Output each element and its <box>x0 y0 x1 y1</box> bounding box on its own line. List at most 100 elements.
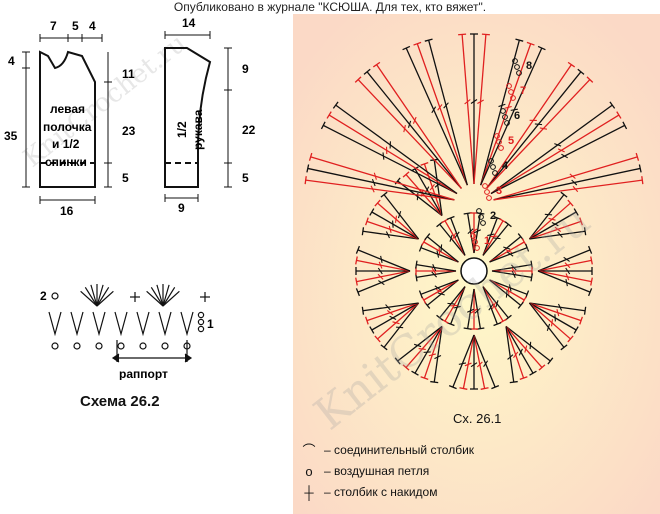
dc-stitch <box>420 247 459 263</box>
dc-top <box>638 164 642 173</box>
dc-bar <box>561 153 568 159</box>
dc-top <box>491 384 500 390</box>
dc-top <box>374 335 381 343</box>
front-label-3: и 1/2 <box>52 137 80 151</box>
dc-stitch <box>405 174 443 217</box>
dc-top <box>424 233 431 241</box>
chain-stitch <box>474 245 480 251</box>
dc-stitch <box>490 114 620 195</box>
dc-top <box>304 176 307 185</box>
dc-stitch <box>528 202 571 240</box>
dc-bar <box>378 261 383 269</box>
dc-stitch <box>505 326 534 374</box>
sleeve-piece-outline <box>164 47 212 188</box>
chain-stitch <box>496 139 502 145</box>
dc-stitch <box>489 236 522 263</box>
dc-top <box>369 326 375 334</box>
dc-stitch <box>528 302 565 348</box>
dc-top <box>567 199 574 207</box>
dc-stitch <box>486 64 572 189</box>
dim-left-small: 4 <box>8 54 15 68</box>
dc-top <box>418 290 423 299</box>
dc-top <box>529 370 537 376</box>
sleeve-dim-top: 14 <box>182 16 196 30</box>
row-number: 5 <box>508 135 514 147</box>
dc-top <box>586 76 594 83</box>
dc-bar <box>518 348 523 356</box>
dim-right-2: 23 <box>122 124 136 138</box>
dc-top <box>355 245 361 254</box>
dc-bar <box>386 310 394 316</box>
dc-stitch <box>473 34 487 185</box>
dc-bar <box>397 211 402 219</box>
dc-bar <box>382 152 385 160</box>
dc-stitch <box>489 247 528 263</box>
dc-stitch <box>362 302 419 312</box>
dc-stitch <box>357 79 462 189</box>
dc-stitch <box>383 194 420 240</box>
dc-bar <box>565 273 570 281</box>
dc-stitch <box>397 180 443 217</box>
dc-stitch <box>433 326 443 383</box>
dc-top <box>587 288 593 297</box>
dc-top <box>413 41 422 46</box>
dc-bar <box>556 309 560 317</box>
dc-bar <box>443 102 449 109</box>
dc-top <box>380 344 388 351</box>
chain-stitch <box>500 108 506 114</box>
dc-stitch <box>482 286 498 325</box>
dc-bar <box>373 172 377 180</box>
dc-stitch <box>489 279 525 301</box>
dc-top <box>504 221 512 228</box>
dc-stitch <box>482 217 498 256</box>
chain-stitch <box>51 292 59 300</box>
dc-top <box>616 111 622 119</box>
dc-stitch <box>505 326 525 379</box>
dc-top <box>326 111 332 119</box>
dc-stitch <box>473 334 486 389</box>
chain-stitch <box>472 239 478 245</box>
dc-top <box>446 215 455 220</box>
dc-stitch <box>493 167 641 201</box>
dc-bar <box>414 343 422 348</box>
dc-bar <box>557 148 565 153</box>
slip-stitch-icon: ⌒ <box>302 443 316 458</box>
dc-top <box>493 322 502 327</box>
fan-stitch <box>96 284 104 307</box>
chain-stitch <box>504 120 510 126</box>
dc-stitch <box>482 220 504 256</box>
dc-bar <box>498 103 506 108</box>
dc-stitch <box>466 213 475 254</box>
dc-bar <box>524 345 528 353</box>
fan-stitch <box>162 284 170 307</box>
dc-bar <box>434 285 442 291</box>
sleeve-label-1: 1/2 <box>175 121 189 138</box>
dc-top <box>355 288 361 297</box>
chain-stitch <box>73 342 81 350</box>
dc-stitch <box>416 270 457 279</box>
dc-stitch <box>529 302 586 312</box>
dc-bar <box>557 231 563 238</box>
dc-bar <box>434 354 442 360</box>
dc-bar <box>550 319 554 327</box>
dc-bar <box>529 341 532 350</box>
publication-caption: Опубликовано в журнале "КСЮША. Для тех, … <box>173 0 487 14</box>
dc-stitch <box>426 279 459 306</box>
dc-stitch <box>414 326 443 374</box>
dc-bar <box>477 99 484 104</box>
dc-bar <box>394 215 398 223</box>
dc-stitch <box>444 286 466 322</box>
dc-bar <box>506 251 514 257</box>
dc-bar <box>370 185 375 193</box>
dc-top <box>567 335 574 343</box>
dc-stitch <box>482 286 504 322</box>
dc-top <box>622 121 628 130</box>
v-stitch <box>70 311 84 337</box>
dc-top <box>590 256 593 265</box>
dc-bar <box>378 280 385 286</box>
dc-bar <box>431 271 438 278</box>
fan-stitch <box>162 290 180 307</box>
sleeve-dim-right-3: 5 <box>242 171 249 185</box>
v-stitch <box>48 311 62 337</box>
dc-top <box>609 101 616 109</box>
